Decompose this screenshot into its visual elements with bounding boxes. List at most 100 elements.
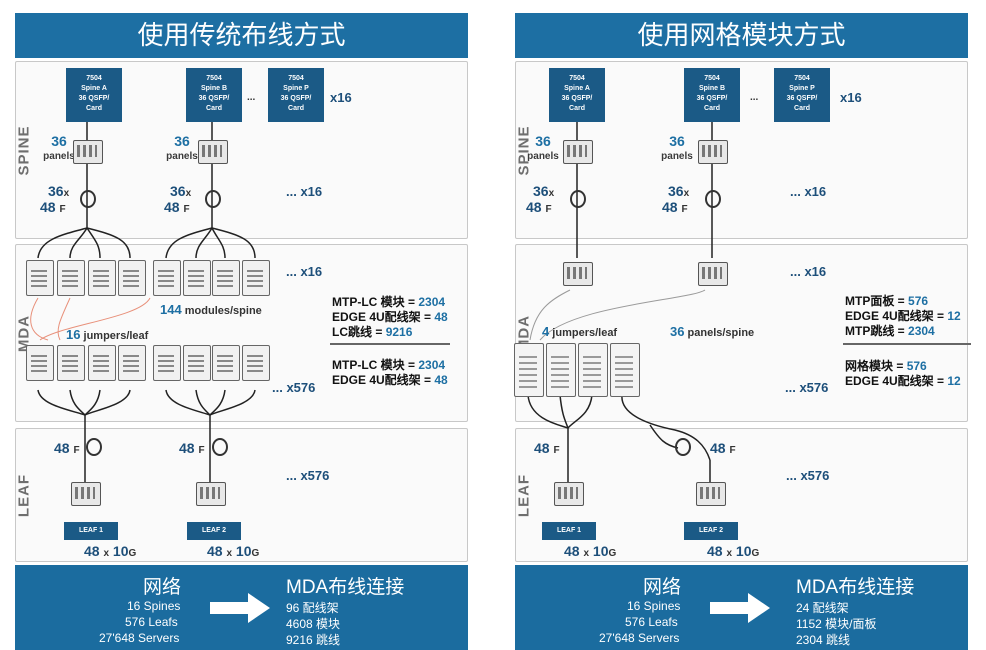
- leaf-ports-b: 48 x 10G: [707, 543, 760, 559]
- info-row: MTP-LC 模块 = 2304: [332, 295, 446, 309]
- info-row: 网格模块 = 576: [845, 359, 927, 373]
- mda-title: MDA布线连接: [286, 577, 405, 598]
- network-line: 27'648 Servers: [99, 631, 180, 645]
- mtp-lc-module: [88, 260, 116, 296]
- jumpers-per-leaf: 4 jumpers/leaf: [542, 324, 618, 339]
- arrow-icon: [710, 593, 770, 623]
- leaf-coil-b: [212, 438, 228, 456]
- info-row: EDGE 4U配线架 = 12: [845, 374, 961, 388]
- cabling-wires: [30, 122, 256, 482]
- network-line: 576 Leafs: [625, 615, 678, 629]
- mtp-lc-module: [118, 345, 146, 381]
- mesh-module: [546, 343, 576, 397]
- leaf-1-switch: LEAF 1: [64, 522, 118, 540]
- info-row: EDGE 4U配线架 = 48: [332, 310, 448, 324]
- mda-line: 1152 模块/面板: [796, 617, 877, 631]
- info-divider: [330, 343, 450, 345]
- traditional-cabling-panel: 使用传统布线方式 SPINE MDA LEAF: [0, 0, 470, 650]
- leaf-multiplier: ... x576: [286, 468, 330, 483]
- modules-per-spine: 144 modules/spine: [160, 302, 262, 317]
- panel-title: 使用网格模块方式: [515, 13, 968, 58]
- fiber-count-a: 36x: [533, 183, 555, 199]
- fiber-48-a: 48 F: [526, 199, 552, 215]
- summary-footer: 网络 16 Spines 576 Leafs 27'648 Servers MD…: [515, 565, 968, 650]
- fiber-multiplier: ... x16: [790, 184, 827, 199]
- mda-line: 4608 模块: [286, 617, 341, 631]
- network-line: 27'648 Servers: [599, 631, 680, 645]
- mtp-lc-module: [118, 260, 146, 296]
- mtp-lc-module: [153, 260, 181, 296]
- network-title: 网络: [143, 577, 182, 598]
- leaf-fiber-a: 48 F: [534, 440, 560, 456]
- cards-multiplier: x16: [330, 90, 352, 105]
- leaf-connector-a: [554, 482, 584, 506]
- mtp-lc-module: [88, 345, 116, 381]
- mda-line: 2304 跳线: [796, 633, 851, 647]
- panels-per-spine: 36 panels/spine: [670, 324, 755, 339]
- network-line: 576 Leafs: [125, 615, 178, 629]
- mda-multiplier-lower: ... x576: [272, 380, 316, 395]
- info-row: MTP面板 = 576: [845, 294, 929, 308]
- leaf-1-switch: LEAF 1: [542, 522, 596, 540]
- panel-connector-b: [198, 140, 228, 164]
- mtp-lc-module: [57, 260, 85, 296]
- leaf-2-switch: LEAF 2: [187, 522, 241, 540]
- mesh-module: [514, 343, 544, 397]
- summary-footer: 网络 16 Spines 576 Leafs 27'648 Servers MD…: [15, 565, 468, 650]
- mda-line: 96 配线架: [286, 601, 339, 615]
- mtp-lc-module: [242, 345, 270, 381]
- info-row: MTP跳线 = 2304: [845, 324, 935, 338]
- fiber-48-b: 48 F: [164, 199, 190, 215]
- card-ellipsis: ...: [247, 92, 256, 103]
- network-line: 16 Spines: [127, 599, 181, 613]
- fiber-48-a: 48 F: [40, 199, 66, 215]
- jumpers-per-leaf: 16 jumpers/leaf: [66, 327, 149, 342]
- leaf-band: LEAF: [515, 428, 968, 562]
- leaf-fiber-b: 48 F: [710, 440, 736, 456]
- card-ellipsis: ...: [750, 92, 759, 103]
- cabling-wires: [527, 122, 713, 482]
- leaf-connector-b: [696, 482, 726, 506]
- fiber-count-a: 36x: [48, 183, 70, 199]
- mda-band: MDA: [15, 244, 468, 422]
- leaf-multiplier: ... x576: [786, 468, 830, 483]
- mtp-panel: [698, 262, 728, 286]
- mda-multiplier-upper: ... x16: [286, 264, 323, 279]
- fiber-count-b: 36x: [170, 183, 192, 199]
- mtp-lc-module: [26, 345, 54, 381]
- mtp-panel: [563, 262, 593, 286]
- fiber-count-b: 36x: [668, 183, 690, 199]
- leaf-fiber-b: 48 F: [179, 440, 205, 456]
- info-row: LC跳线 = 9216: [332, 325, 413, 339]
- fiber-multiplier: ... x16: [286, 184, 323, 199]
- panel-connector-a: [73, 140, 103, 164]
- leaf-ports-a: 48 x 10G: [564, 543, 617, 559]
- leaf-connector-b: [196, 482, 226, 506]
- mtp-lc-module: [212, 345, 240, 381]
- mtp-lc-module: [153, 345, 181, 381]
- info-divider: [843, 343, 971, 345]
- leaf-2-switch: LEAF 2: [684, 522, 738, 540]
- leaf-ports-b: 48 x 10G: [207, 543, 260, 559]
- mtp-lc-module: [183, 260, 211, 296]
- info-row: EDGE 4U配线架 = 48: [332, 373, 448, 387]
- leaf-fiber-a: 48 F: [54, 440, 80, 456]
- info-row: EDGE 4U配线架 = 12: [845, 309, 961, 323]
- network-title: 网络: [643, 577, 682, 598]
- network-line: 16 Spines: [627, 599, 681, 613]
- mda-multiplier-upper: ... x16: [790, 264, 827, 279]
- mtp-lc-module: [57, 345, 85, 381]
- cards-multiplier: x16: [840, 90, 862, 105]
- leaf-ports-a: 48 x 10G: [84, 543, 137, 559]
- mesh-module: [578, 343, 608, 397]
